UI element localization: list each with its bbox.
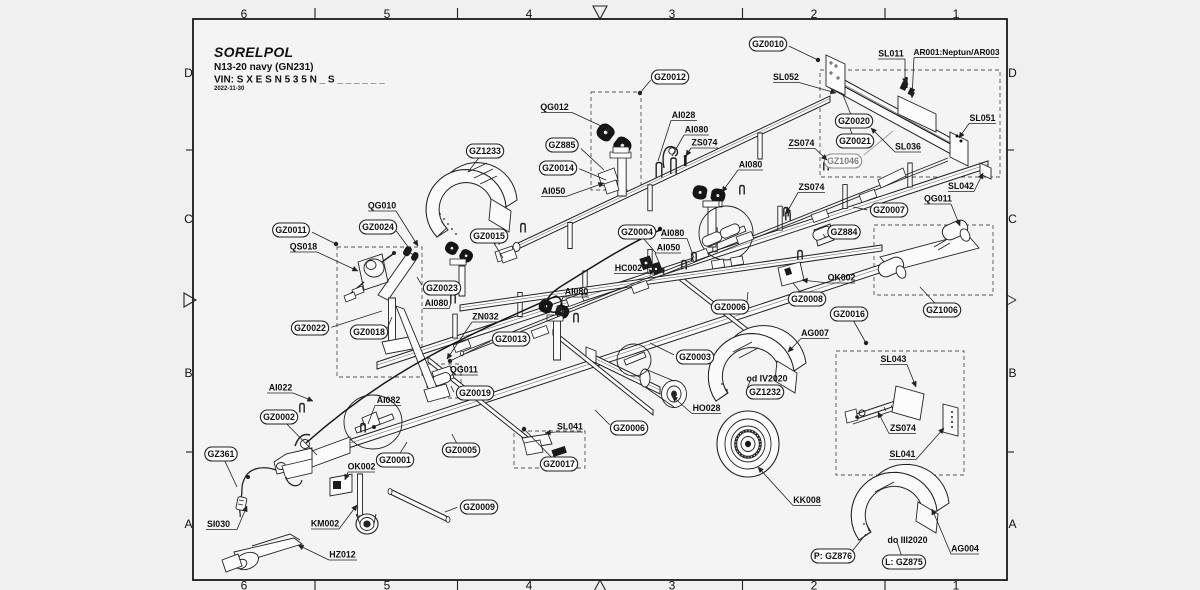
svg-text:SI030: SI030 [207,519,230,529]
svg-text:GZ0005: GZ0005 [445,445,477,455]
svg-text:6: 6 [241,7,248,21]
svg-text:ZS074: ZS074 [890,423,916,433]
svg-text:GZ0017: GZ0017 [543,459,575,469]
svg-text:2: 2 [811,579,818,590]
svg-text:GZ885: GZ885 [549,140,576,150]
svg-text:QS018: QS018 [290,242,317,252]
svg-text:5: 5 [384,579,391,590]
svg-text:GZ361: GZ361 [208,449,235,459]
svg-text:KM002: KM002 [311,519,339,529]
svg-text:GZ0016: GZ0016 [833,309,865,319]
svg-text:GZ0018: GZ0018 [353,327,385,337]
svg-text:ZS074: ZS074 [789,138,815,148]
svg-text:OK002: OK002 [828,273,856,283]
svg-text:SORELPOL: SORELPOL [214,44,293,60]
svg-text:SL041: SL041 [557,422,583,432]
svg-text:2: 2 [811,7,818,21]
svg-text:QG012: QG012 [540,102,568,112]
svg-text:GZ0020: GZ0020 [838,116,870,126]
svg-text:GZ0019: GZ0019 [459,388,491,398]
svg-text:1: 1 [953,7,960,21]
svg-text:D: D [1008,66,1017,80]
svg-text:GZ0010: GZ0010 [752,39,784,49]
svg-text:QG011: QG011 [450,365,478,375]
svg-text:SL042: SL042 [948,181,974,191]
svg-text:3: 3 [669,7,676,21]
svg-text:AR001:Neptun/AR003: AR001:Neptun/AR003 [913,47,999,57]
svg-text:P: GZ876: P: GZ876 [814,551,852,561]
svg-text:GZ0004: GZ0004 [621,227,653,237]
svg-text:AI022: AI022 [269,383,293,393]
svg-text:AI028: AI028 [672,110,696,120]
svg-text:AI080: AI080 [739,160,763,170]
svg-text:SL052: SL052 [773,72,799,82]
svg-text:SL043: SL043 [881,354,907,364]
svg-text:3: 3 [669,579,676,590]
svg-text:ZS074: ZS074 [799,182,825,192]
svg-text:GZ1233: GZ1233 [469,146,501,156]
svg-text:AG004: AG004 [951,544,979,554]
svg-text:GZ0023: GZ0023 [426,283,458,293]
svg-text:GZ0006: GZ0006 [613,423,645,433]
svg-text:GZ0015: GZ0015 [473,231,505,241]
svg-text:GZ0003: GZ0003 [679,352,711,362]
svg-text:QG010: QG010 [368,201,396,211]
svg-text:GZ1046: GZ1046 [827,156,859,166]
svg-text:GZ0011: GZ0011 [275,225,306,235]
svg-text:AI080: AI080 [685,125,709,135]
svg-text:VIN: S X E S N 5 3 5 N _ S _ _: VIN: S X E S N 5 3 5 N _ S _ _ _ _ _ _ [214,75,385,86]
svg-text:od IV2020: od IV2020 [746,374,787,384]
svg-text:KK008: KK008 [793,495,820,505]
svg-text:GZ0012: GZ0012 [654,72,686,82]
svg-text:L: GZ875: L: GZ875 [885,557,923,567]
svg-text:OK002: OK002 [348,462,376,472]
svg-text:GZ0002: GZ0002 [263,412,295,422]
svg-text:GZ0008: GZ0008 [791,294,823,304]
svg-text:AI080: AI080 [565,287,589,297]
svg-text:HZ012: HZ012 [329,550,356,560]
svg-text:AI050: AI050 [542,186,566,196]
svg-text:GZ1232: GZ1232 [749,387,781,397]
svg-text:HC002: HC002 [615,263,642,273]
svg-text:A: A [1008,517,1016,531]
svg-text:6: 6 [241,579,248,590]
svg-text:AI080: AI080 [661,228,685,238]
svg-text:GZ884: GZ884 [831,227,858,237]
svg-text:GZ0024: GZ0024 [362,222,394,232]
svg-text:2022-11-30: 2022-11-30 [214,86,245,92]
svg-text:HO028: HO028 [693,403,721,413]
svg-text:SL011: SL011 [878,49,904,59]
svg-text:SL041: SL041 [890,449,916,459]
svg-text:1: 1 [953,579,960,590]
svg-text:D: D [184,66,193,80]
svg-text:N13-20 navy (GN231): N13-20 navy (GN231) [214,62,314,73]
svg-text:C: C [184,212,193,226]
svg-text:GZ0001: GZ0001 [379,455,411,465]
svg-text:QG011: QG011 [924,194,952,204]
svg-text:B: B [184,366,192,380]
svg-text:4: 4 [526,579,533,590]
svg-text:AG007: AG007 [801,328,829,338]
svg-text:ZN032: ZN032 [472,312,499,322]
svg-text:GZ1006: GZ1006 [926,305,958,315]
svg-text:do III2020: do III2020 [887,535,927,545]
svg-text:GZ0006: GZ0006 [714,302,746,312]
svg-text:AI080: AI080 [425,298,449,308]
svg-text:AI082: AI082 [377,395,401,405]
svg-text:GZ0022: GZ0022 [294,323,326,333]
svg-text:AI050: AI050 [657,243,681,253]
svg-text:4: 4 [526,7,533,21]
svg-text:A: A [184,517,192,531]
svg-text:GZ0013: GZ0013 [495,334,527,344]
svg-text:ZS074: ZS074 [692,138,718,148]
svg-text:B: B [1008,366,1016,380]
svg-text:C: C [1008,212,1017,226]
svg-text:5: 5 [384,7,391,21]
svg-text:SL051: SL051 [970,113,996,123]
svg-text:GZ0021: GZ0021 [839,136,871,146]
svg-text:GZ0007: GZ0007 [873,205,905,215]
svg-text:GZ0014: GZ0014 [542,163,574,173]
svg-text:SL036: SL036 [895,142,921,152]
svg-text:GZ0009: GZ0009 [463,502,495,512]
